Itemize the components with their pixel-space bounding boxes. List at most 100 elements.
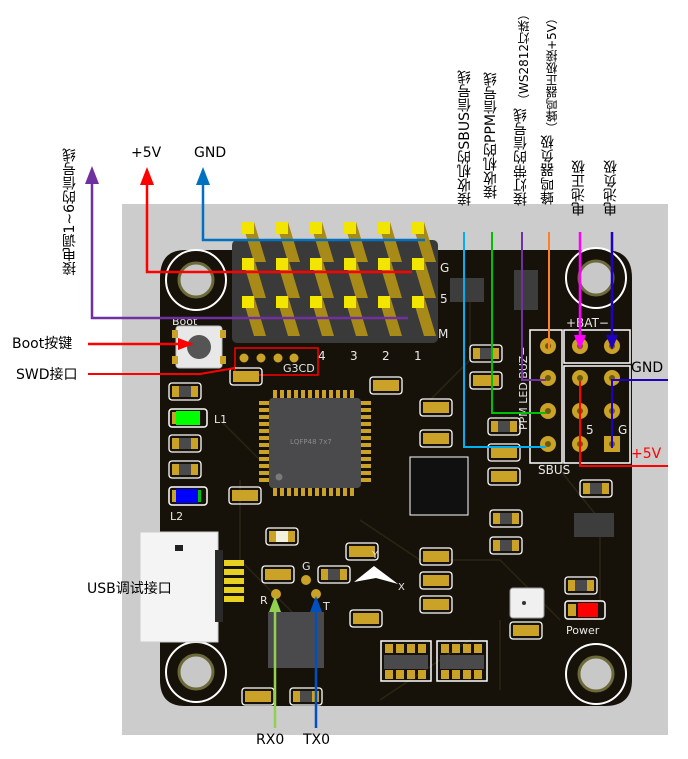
header-pin <box>344 296 368 336</box>
callout-swd: SWD接口 <box>16 367 78 383</box>
silk-row-g: G <box>440 261 449 275</box>
callout-led-note: （WS2812灯珠） <box>517 8 531 107</box>
callout-gnd-right: GND <box>631 360 664 376</box>
axis-arrow-icon <box>354 566 398 584</box>
header-pin <box>276 258 300 298</box>
power-out-header <box>563 365 631 464</box>
callout-bat-plus: 电池正极 <box>571 160 587 216</box>
silk-mcu: LQFP48 7x7 <box>290 438 332 446</box>
header-pin <box>242 296 266 336</box>
callout-buzzer: 蜂鸣器负极 <box>540 135 556 205</box>
esc-header-pins <box>242 222 436 336</box>
smd-component <box>228 486 262 505</box>
swd-pads <box>239 353 299 363</box>
header-pin <box>242 258 266 298</box>
callout-plus5v-right: +5V <box>631 446 662 462</box>
silk-five: 5 <box>586 423 594 437</box>
bat-minus-arrow-icon <box>606 335 618 350</box>
smd-component <box>419 595 453 614</box>
header-pin <box>276 296 300 336</box>
gnd-right-line <box>611 379 668 448</box>
tx0-arrow-icon <box>310 596 322 612</box>
mounting-hole-bottom-left <box>165 641 227 703</box>
gnd-line <box>201 183 425 242</box>
boot-button <box>172 325 226 369</box>
callout-usb: USB调试接口 <box>87 581 172 597</box>
callout-boot: Boot按键 <box>12 336 73 352</box>
plus5v-right-line <box>579 381 668 467</box>
header-pin <box>344 222 368 262</box>
callout-buzzer-note: （蜂鸣器正极接+5V） <box>545 12 559 134</box>
header-pin <box>412 222 436 262</box>
led-l1 <box>168 408 208 428</box>
mounting-hole-top-right <box>565 247 627 309</box>
smd-component <box>345 542 379 561</box>
silk-g: G <box>618 423 627 437</box>
barometer-sensor <box>509 587 545 619</box>
passive-components <box>168 344 613 706</box>
smd-component <box>489 536 523 555</box>
smd-component <box>419 398 453 417</box>
regulator-1 <box>450 278 484 302</box>
callout-rx0: RX0 <box>256 732 285 748</box>
silk-l1: L1 <box>214 413 227 426</box>
rx0-arrow-icon <box>269 596 281 612</box>
swd-highlight-box <box>234 347 319 376</box>
header-pin <box>344 258 368 298</box>
smd-component <box>489 509 523 528</box>
led-line <box>521 232 546 381</box>
callout-tx0: TX0 <box>303 732 331 748</box>
smd-component <box>168 382 202 401</box>
smd-component <box>265 527 299 546</box>
smd-component <box>317 565 351 584</box>
silk-ppm-led-buz: PPM LED BUZ− <box>517 347 530 430</box>
header-pin <box>242 222 266 262</box>
smd-component <box>487 417 521 436</box>
plus5v-arrow-icon <box>140 167 154 185</box>
smd-component <box>579 479 613 498</box>
smd-component <box>509 621 543 640</box>
header-pin <box>412 258 436 298</box>
callout-led: 接灯带的信号线 <box>513 108 529 206</box>
silk-axis-y: Y <box>371 550 379 561</box>
usb-connector <box>139 531 244 643</box>
bat-plus-arrow-icon <box>574 335 586 350</box>
smd-component <box>469 344 503 363</box>
silk-bat: +BAT− <box>566 316 609 330</box>
callout-plus5v-top: +5V <box>131 145 162 161</box>
header-pin <box>276 222 300 262</box>
regulator-3 <box>574 513 614 537</box>
callout-sbus: 接收机的SBUS信号线 <box>457 70 473 206</box>
boot-arrow-icon <box>178 338 194 350</box>
smd-component <box>419 547 453 566</box>
silk-axis-x: X <box>398 582 405 593</box>
silk-col-2: 2 <box>382 349 390 363</box>
silk-power: Power <box>566 624 600 637</box>
silk-col-1: 1 <box>414 349 422 363</box>
header-pin <box>412 296 436 336</box>
callout-bat-minus: 电池负极 <box>603 160 619 216</box>
led-l2 <box>168 486 208 506</box>
silk-row-m: M <box>438 327 448 341</box>
sbus-line <box>463 232 546 448</box>
mcu-chip <box>259 390 371 496</box>
swd-line <box>88 367 236 375</box>
ppm-line <box>491 232 546 414</box>
mounting-hole-top-left <box>165 249 227 311</box>
silk-swd: G3CD <box>283 362 315 375</box>
regulator-2 <box>514 270 538 310</box>
smd-component <box>349 609 383 628</box>
silk-sbus: SBUS <box>538 463 570 477</box>
silk-row-5: 5 <box>440 292 448 306</box>
header-pin <box>378 296 402 336</box>
smd-component <box>487 467 521 486</box>
silk-col-3: 3 <box>350 349 358 363</box>
smd-component <box>261 565 295 584</box>
mounting-hole-bottom-right <box>565 643 627 705</box>
smd-component <box>168 460 202 479</box>
plus5v-line <box>145 183 412 274</box>
smd-component <box>369 376 403 395</box>
silk-col-4: 4 <box>318 349 326 363</box>
imu-chip <box>409 456 469 516</box>
